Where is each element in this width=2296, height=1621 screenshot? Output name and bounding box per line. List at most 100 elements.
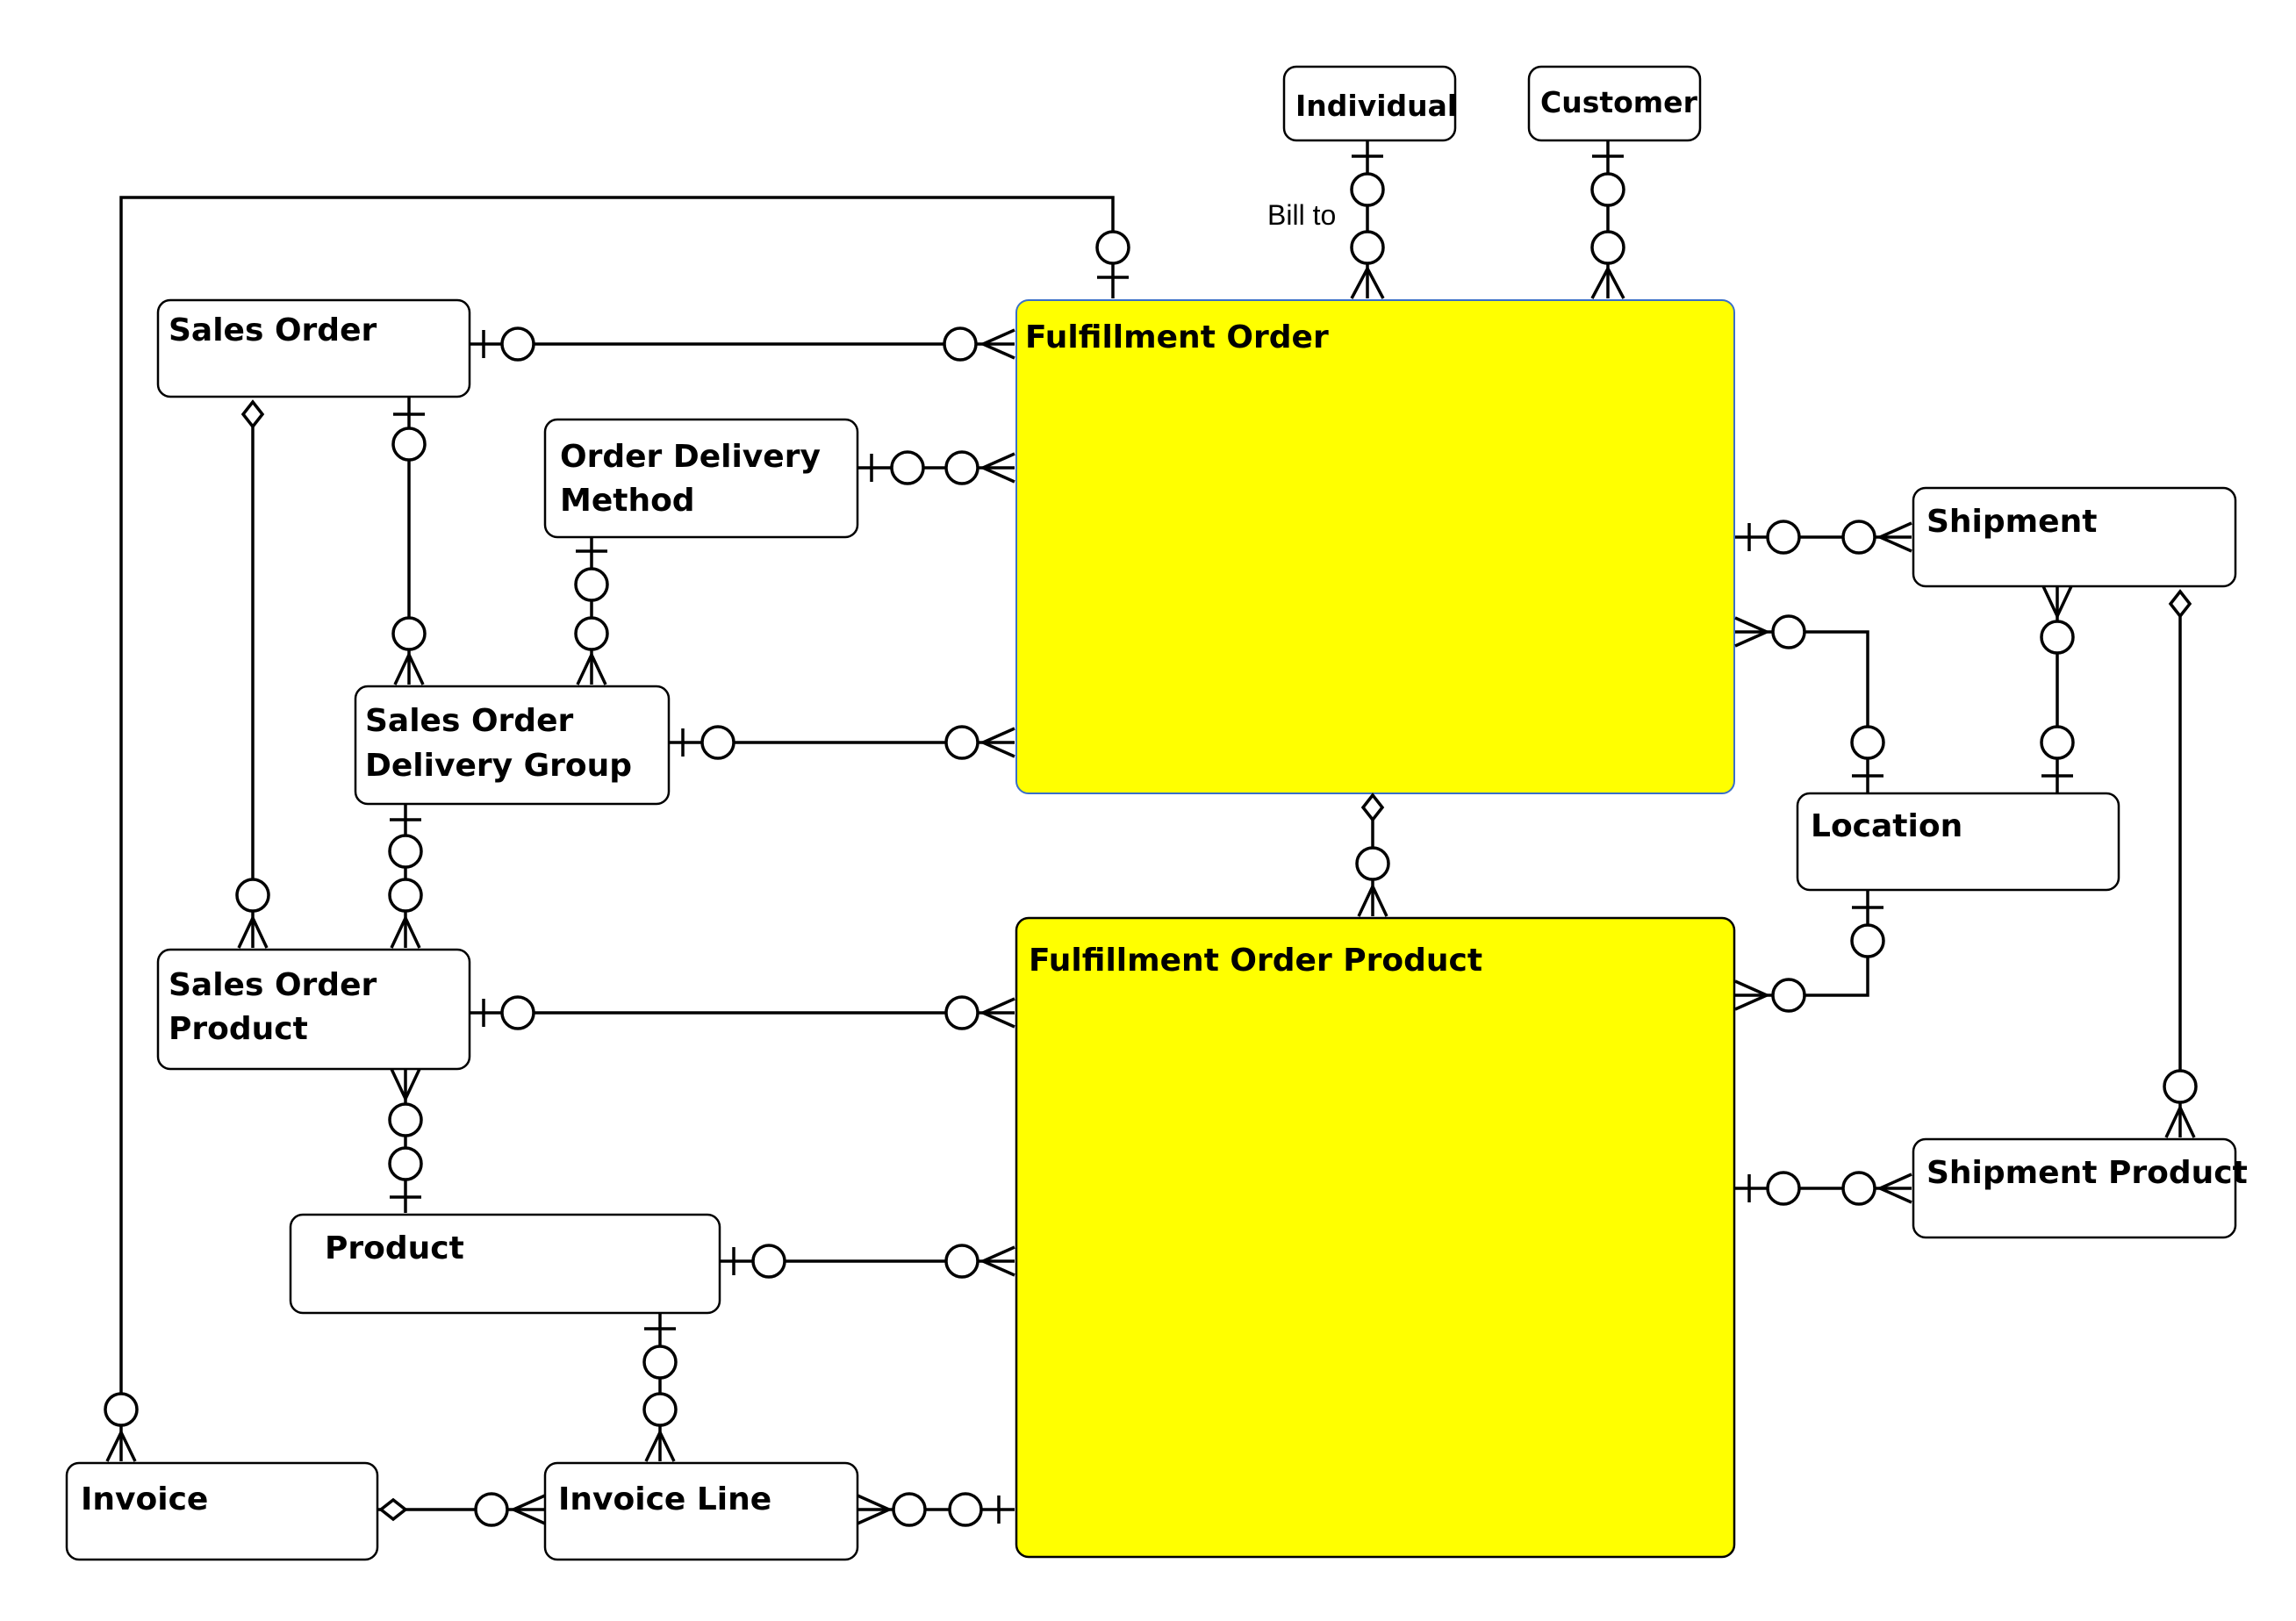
cardinality-many <box>105 1428 137 1462</box>
cardinality-zero <box>2040 620 2075 655</box>
cardinality-zero <box>1841 520 1876 555</box>
cardinality-zero <box>892 1492 927 1527</box>
cardinality-many <box>1350 265 1385 299</box>
aggregation-diamond <box>240 399 265 429</box>
cardinality-many <box>979 1245 1015 1277</box>
entity-label-delivery-group-1: Sales Order <box>365 703 573 739</box>
cardinality-zero <box>1095 230 1130 265</box>
connector-fulfillment-order-location <box>1735 630 1869 793</box>
cardinality-zero <box>388 878 423 913</box>
entity-location[interactable]: Location <box>1796 792 2120 892</box>
cardinality-zero <box>1850 923 1885 958</box>
cardinality-zero <box>235 878 270 913</box>
entity-shipment[interactable]: Shipment <box>1912 486 2237 588</box>
entity-label-shipment-product: Shipment Product <box>1926 1155 2248 1191</box>
entity-fulfillment-order-product[interactable]: Fulfillment Order Product <box>1015 916 1736 1559</box>
entity-label-delivery-group-2: Delivery Group <box>365 748 632 784</box>
cardinality-zero <box>474 1492 509 1527</box>
cardinality-zero <box>574 616 609 651</box>
cardinality-zero <box>104 1392 139 1427</box>
aggregation-diamond <box>378 1497 408 1522</box>
aggregation-diamond <box>1360 793 1385 822</box>
cardinality-zero <box>1771 614 1806 649</box>
cardinality-zero <box>391 427 427 462</box>
entity-individual[interactable]: Individual <box>1282 65 1457 142</box>
cardinality-many <box>2164 1103 2196 1138</box>
entity-label-location: Location <box>1811 808 1962 844</box>
cardinality-many <box>979 452 1015 484</box>
entity-label-individual: Individual <box>1295 89 1457 123</box>
cardinality-many <box>1876 1173 1912 1204</box>
cardinality-zero <box>574 567 609 602</box>
cardinality-zero <box>1766 520 1801 555</box>
entity-label-product: Product <box>325 1230 464 1266</box>
cardinality-zero <box>943 326 978 362</box>
cardinality-many <box>393 650 425 685</box>
cardinality-many <box>979 997 1015 1029</box>
entity-label-sales-order-product-2: Product <box>169 1011 308 1047</box>
cardinality-zero <box>944 725 979 760</box>
cardinality-many <box>644 1428 676 1462</box>
entity-label-sales-order: Sales Order <box>169 312 377 348</box>
cardinality-zero <box>500 326 535 362</box>
entity-sales-order-delivery-group[interactable]: Sales Order Delivery Group <box>354 685 671 806</box>
cardinality-zero <box>388 834 423 869</box>
cardinality-zero <box>700 725 735 760</box>
entity-invoice-line[interactable]: Invoice Line <box>543 1461 859 1561</box>
entity-label-customer: Customer <box>1540 85 1698 119</box>
entity-sales-order-product[interactable]: Sales Order Product <box>156 948 471 1071</box>
cardinality-symbols <box>104 154 2198 1527</box>
cardinality-zero <box>1850 725 1885 760</box>
entity-product[interactable]: Product <box>289 1213 721 1315</box>
cardinality-many <box>979 328 1015 360</box>
cardinality-zero <box>500 995 535 1030</box>
entity-invoice[interactable]: Invoice <box>65 1461 379 1561</box>
cardinality-many <box>1590 265 1625 299</box>
entity-order-delivery-method[interactable]: Order Delivery Method <box>543 418 859 539</box>
entity-label-fulfillment-order: Fulfillment Order <box>1025 319 1329 355</box>
cardinality-zero <box>1590 230 1625 265</box>
cardinality-zero <box>1350 172 1385 207</box>
cardinality-zero <box>642 1345 678 1380</box>
cardinality-many <box>1734 616 1771 648</box>
connector-location-fulfillment-order-product <box>1735 890 1869 997</box>
cardinality-zero <box>1771 978 1806 1013</box>
cardinality-zero <box>1841 1171 1876 1206</box>
entity-fulfillment-order[interactable]: Fulfillment Order <box>1015 299 1735 794</box>
cardinality-many <box>2041 585 2073 620</box>
cardinality-zero <box>944 1244 979 1279</box>
entity-label-fulfillment-order-product: Fulfillment Order Product <box>1029 943 1482 979</box>
cardinality-zero <box>1766 1171 1801 1206</box>
cardinality-zero <box>2163 1069 2198 1104</box>
cardinality-many <box>509 1494 546 1525</box>
entity-label-sales-order-product-1: Sales Order <box>169 967 377 1003</box>
cardinality-zero <box>751 1244 786 1279</box>
cardinality-zero <box>890 450 925 485</box>
cardinality-many <box>576 650 607 685</box>
cardinality-zero <box>944 995 979 1030</box>
entity-customer[interactable]: Customer <box>1527 65 1702 142</box>
cardinality-many <box>390 1068 421 1103</box>
cardinality-zero <box>388 1102 423 1137</box>
aggregation-diamond <box>2168 589 2192 619</box>
cardinality-many <box>390 914 421 949</box>
entity-label-invoice-line: Invoice Line <box>558 1481 771 1517</box>
cardinality-many <box>857 1494 893 1525</box>
entity-label-invoice: Invoice <box>81 1481 208 1517</box>
cardinality-zero <box>944 450 979 485</box>
entity-label-order-delivery-method-1: Order Delivery <box>560 439 821 475</box>
cardinality-many <box>237 914 269 949</box>
cardinality-zero <box>2040 725 2075 760</box>
cardinality-zero <box>388 1146 423 1181</box>
entity-shipment-product[interactable]: Shipment Product <box>1912 1137 2248 1239</box>
cardinality-zero <box>642 1392 678 1427</box>
cardinality-zero <box>1590 172 1625 207</box>
cardinality-zero <box>391 616 427 651</box>
cardinality-many <box>1876 521 1912 553</box>
cardinality-zero <box>948 1492 983 1527</box>
entity-label-shipment: Shipment <box>1926 504 2097 540</box>
cardinality-many <box>1734 979 1771 1011</box>
entity-label-order-delivery-method-2: Method <box>560 483 695 519</box>
entity-sales-order[interactable]: Sales Order <box>156 298 471 398</box>
